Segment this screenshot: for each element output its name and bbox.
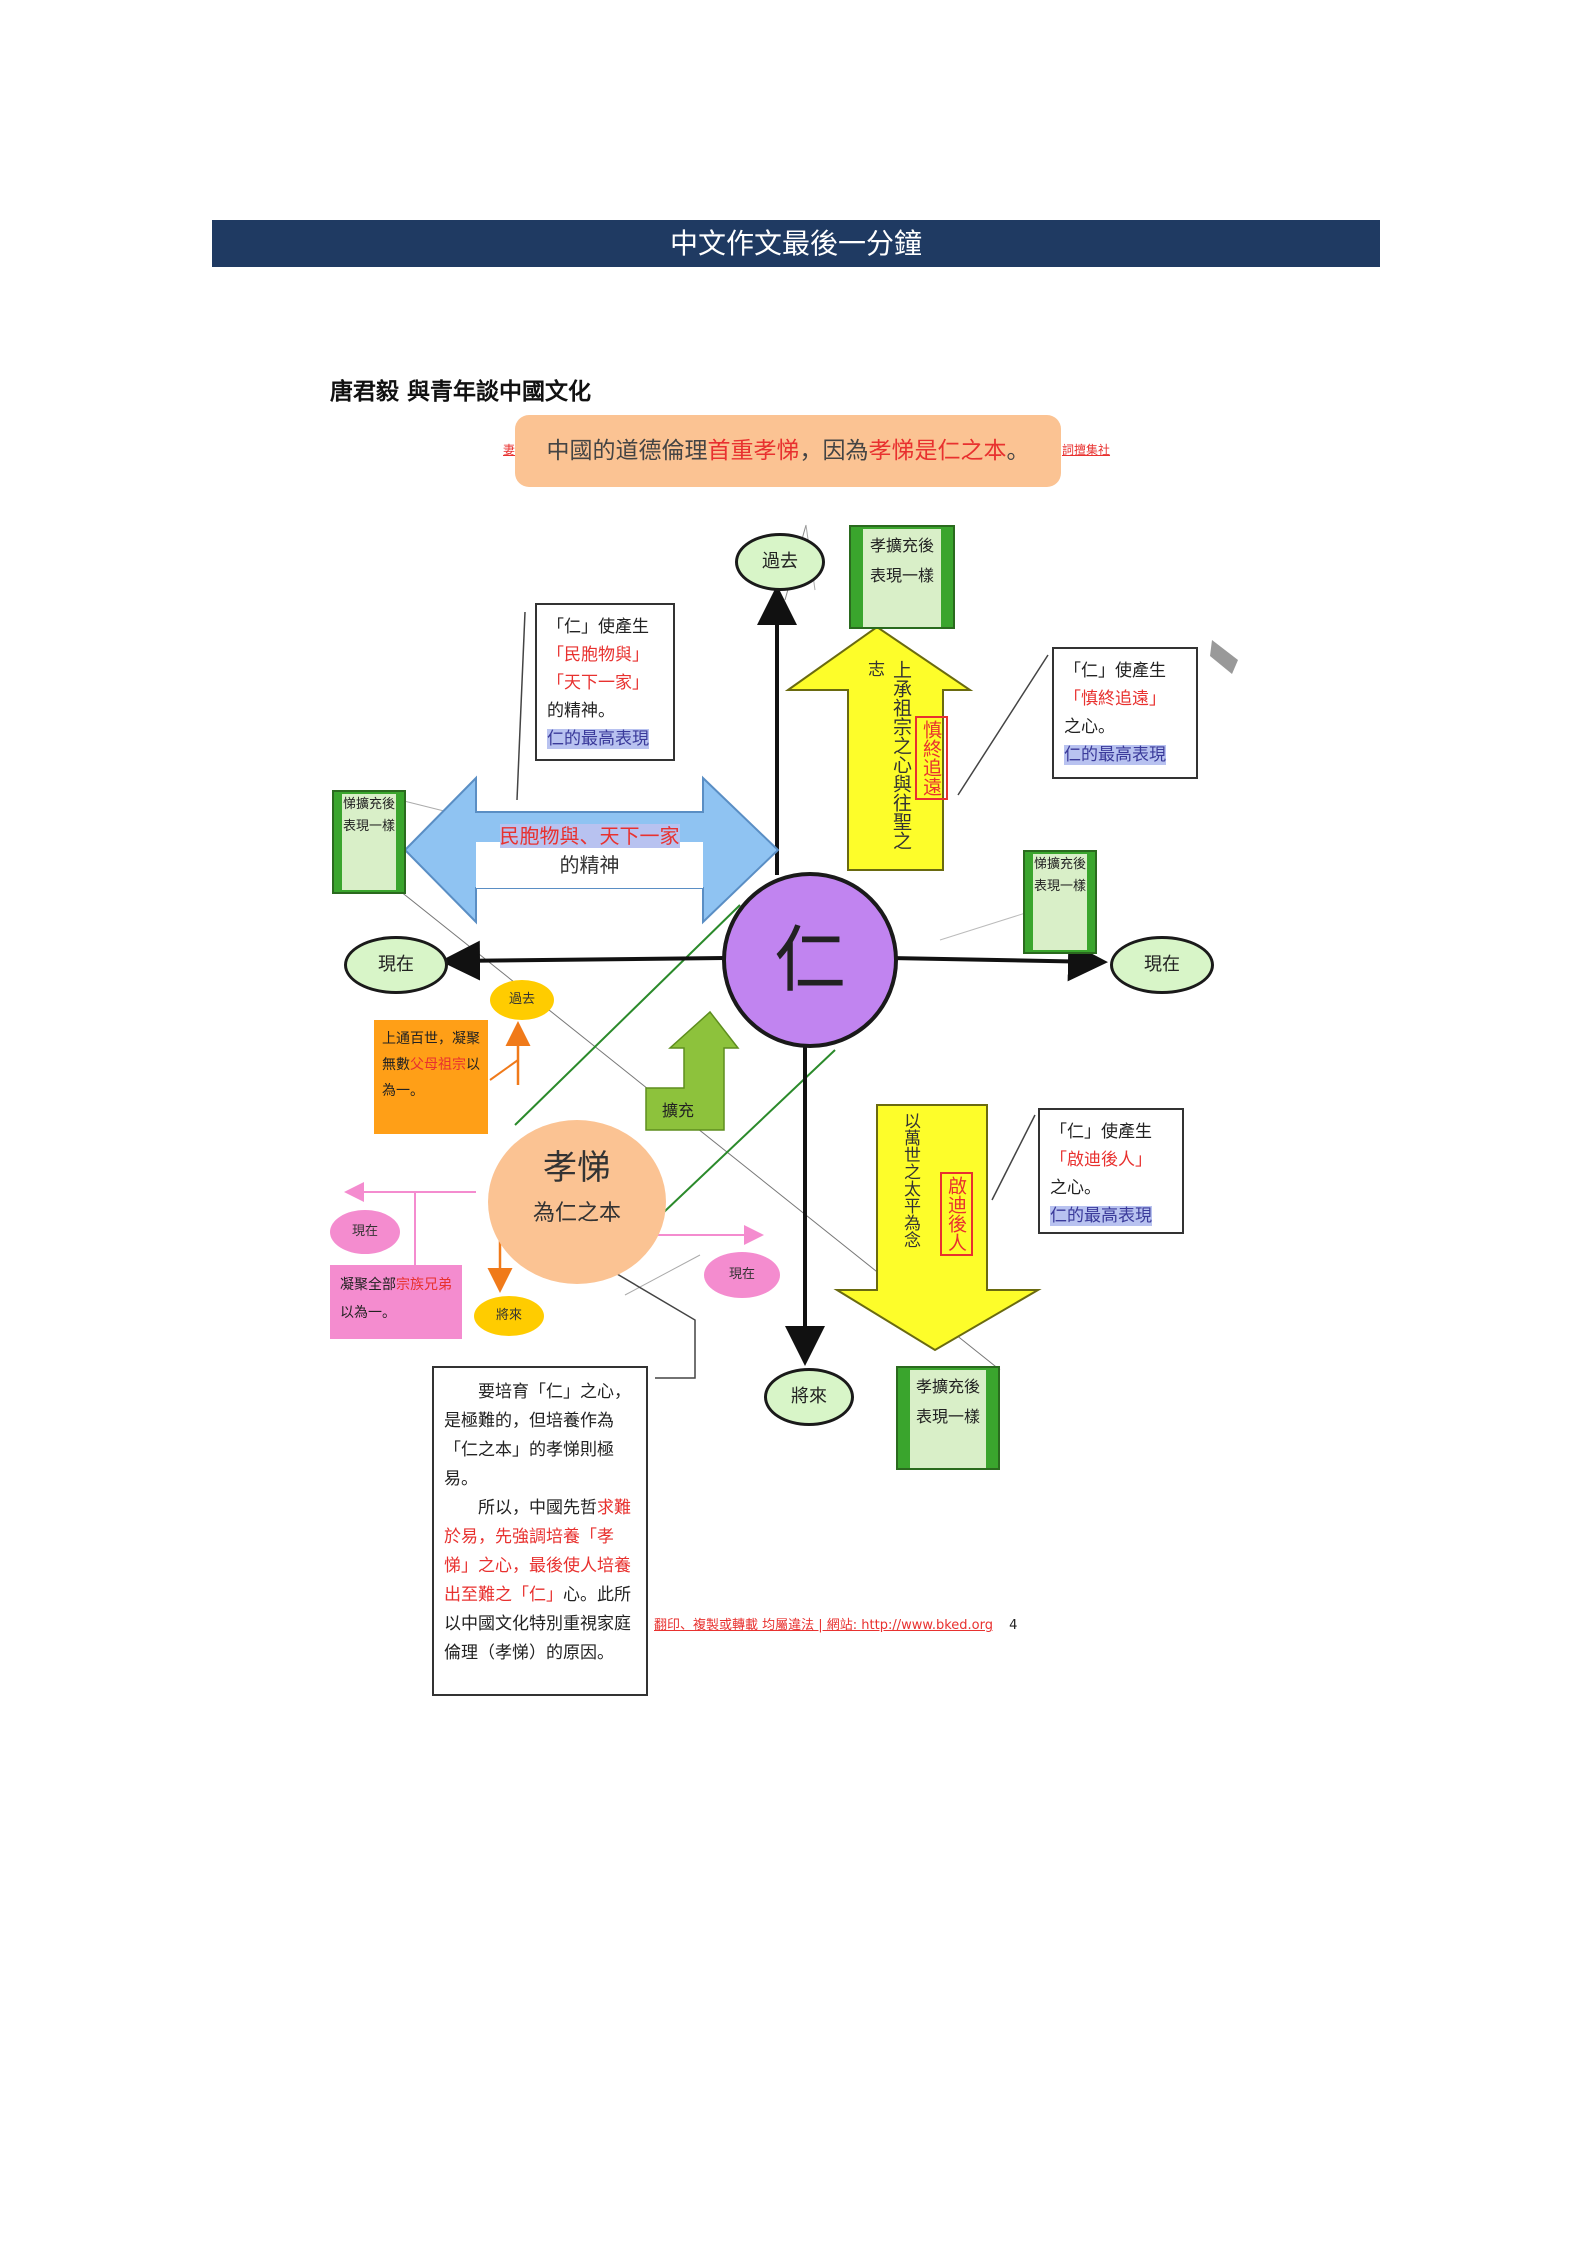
page-heading: 唐君毅 與青年談中國文化	[330, 379, 592, 405]
footer-text[interactable]: 翻印、複製或轉載 均屬違法 | 網站: http://www.bked.org	[654, 1618, 993, 1633]
leader-line	[991, 1114, 1036, 1201]
oval-past: 過去	[735, 533, 825, 591]
thesis-text-4: 孝悌是仁之本	[868, 438, 1007, 464]
down-arrow-shape	[833, 1104, 1042, 1352]
leader-line	[589, 1257, 696, 1379]
grey-line	[624, 1254, 701, 1296]
footer: 翻印、複製或轉載 均屬違法 | 網站: http://www.bked.org …	[654, 1614, 1017, 1633]
note-bottom-p2a: 所以，中國先哲	[478, 1498, 597, 1518]
double-arrow-mid	[476, 842, 703, 888]
double-arrow-text: 民胞物與、天下一家 的精神	[476, 820, 703, 878]
small-oval-present-right: 現在	[704, 1252, 780, 1298]
note-bottom-p2c: 心。此所以中國文化特別重視家庭倫理（孝悌）的原因。	[444, 1585, 631, 1663]
down-arrow-text: 以萬世之太平為念	[900, 1112, 920, 1248]
pink-box-text-c: 以為一。	[340, 1305, 396, 1321]
pink-box-text-b: 宗族兄弟	[396, 1277, 452, 1293]
green-box-right: 悌擴充後表現一樣	[1023, 850, 1097, 954]
page-banner: 中文作文最後一分鐘	[212, 220, 1380, 267]
top-left-fragment: 妻	[503, 443, 516, 457]
down-arrow-boxed: 啟迪後人	[940, 1172, 973, 1256]
green-box-left-text: 悌擴充後表現一樣	[342, 794, 396, 890]
orange-box-text-b: 父母祖宗	[410, 1057, 466, 1073]
small-oval-past: 過去	[490, 980, 554, 1020]
up-arrow-shape	[784, 625, 974, 871]
note-bottom: 要培育「仁」之心，是極難的，但培養作為「仁之本」的孝悌則極易。 所以，中國先哲求…	[432, 1366, 648, 1696]
green-box-top-text: 孝擴充後表現一樣	[863, 529, 941, 627]
up-arrow-text: 上承祖宗之心與往聖之	[890, 660, 912, 850]
footer-page-number: 4	[1009, 1618, 1018, 1633]
pink-box-text-a: 凝聚全部	[340, 1277, 396, 1293]
axis-right	[889, 941, 1108, 982]
note-right-bottom-line4: 仁的最高表現	[1050, 1206, 1152, 1226]
xiaoti-circle: 孝悌 為仁之本	[488, 1120, 666, 1284]
green-box-top: 孝擴充後表現一樣	[849, 525, 955, 629]
top-right-fragment: 詞擅集社	[1062, 443, 1111, 457]
green-box-bottom: 孝擴充後表現一樣	[896, 1366, 1000, 1470]
oval-future: 將來	[764, 1368, 854, 1426]
note-left-line2: 「民胞物與」	[547, 645, 649, 665]
orange-box-text-c: 以為一。	[382, 1057, 480, 1099]
leader-line	[516, 611, 526, 801]
grey-line	[939, 909, 1036, 941]
note-right-bottom-line1: 「仁」使產生	[1050, 1122, 1152, 1142]
note-right-bottom-line3: 之心。	[1050, 1178, 1101, 1198]
orange-box-text-a: 上通百世，凝聚無數	[382, 1031, 480, 1073]
double-arrow-line2: 的精神	[559, 853, 620, 877]
xiaoti-subtitle: 為仁之本	[532, 1201, 621, 1226]
note-left-line3: 「天下一家」	[547, 673, 649, 693]
oval-present-left: 現在	[344, 936, 448, 994]
thesis-box: 中國的道德倫理首重孝悌，因為孝悌是仁之本。	[515, 415, 1061, 487]
note-left-line1: 「仁」使產生	[547, 617, 649, 637]
green-box-right-text: 悌擴充後表現一樣	[1033, 854, 1087, 950]
thesis-text-2: 首重孝悌	[707, 438, 800, 464]
green-box-left: 悌擴充後表現一樣	[332, 790, 406, 894]
note-left-line5: 仁的最高表現	[547, 729, 649, 749]
green-box-bottom-text: 孝擴充後表現一樣	[910, 1370, 986, 1468]
ren-circle: 仁	[722, 872, 898, 1048]
note-right-top: 「仁」使產生 「慎終追遠」 之心。 仁的最高表現	[1052, 647, 1198, 779]
oval-present-right: 現在	[1110, 936, 1214, 994]
note-bottom-p2b: 求難於易，先強調培養「孝悌」之心，最後使人培養出至難之「仁」	[444, 1498, 631, 1605]
expand-arrow-shape	[645, 1010, 740, 1131]
pink-box: 凝聚全部宗族兄弟以為一。	[330, 1265, 462, 1339]
note-right-top-line4: 仁的最高表現	[1064, 745, 1166, 765]
up-arrow-left-char: 志	[864, 660, 884, 677]
note-right-bottom-line2: 「啟迪後人」	[1050, 1150, 1152, 1170]
note-right-top-line3: 之心。	[1064, 717, 1115, 737]
pencil-mark-icon	[1210, 640, 1238, 674]
note-right-top-line1: 「仁」使產生	[1064, 661, 1166, 681]
axis-left	[440, 940, 726, 981]
thesis-text-5: 。	[1006, 438, 1030, 464]
note-right-top-line2: 「慎終追遠」	[1064, 689, 1166, 709]
double-arrow-line1: 民胞物與、天下一家	[499, 824, 680, 848]
thesis-text-3: ，因為	[799, 438, 869, 464]
note-left: 「仁」使產生 「民胞物與」 「天下一家」 的精神。 仁的最高表現	[535, 603, 675, 761]
expand-label: 擴充	[662, 1101, 695, 1120]
note-right-bottom: 「仁」使產生 「啟迪後人」 之心。 仁的最高表現	[1038, 1108, 1184, 1234]
up-arrow-boxed: 慎終追遠	[915, 716, 948, 800]
thesis-text-1: 中國的道德倫理	[546, 438, 708, 464]
green-link-line	[514, 904, 741, 1126]
xiaoti-title: 孝悌	[543, 1148, 611, 1188]
small-oval-present-left: 現在	[330, 1210, 400, 1254]
small-oval-future: 將來	[474, 1296, 544, 1336]
note-bottom-p1: 要培育「仁」之心，是極難的，但培養作為「仁之本」的孝悌則極易。	[444, 1382, 631, 1489]
note-left-line4: 的精神。	[547, 701, 615, 721]
leader-line	[957, 654, 1049, 796]
orange-line	[489, 1059, 519, 1081]
orange-box: 上通百世，凝聚無數父母祖宗以為一。	[374, 1020, 488, 1134]
